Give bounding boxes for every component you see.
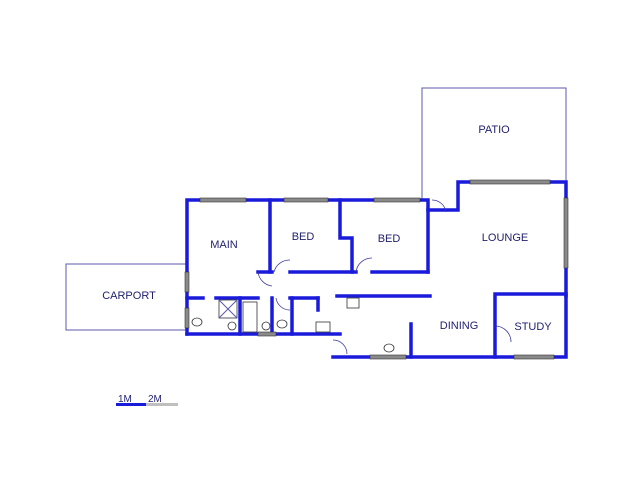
room-label-dining: DINING — [440, 320, 479, 332]
sink — [315, 321, 331, 333]
patio-outline — [421, 87, 567, 200]
windows — [184, 179, 569, 360]
doors — [257, 199, 512, 355]
stove — [346, 297, 360, 309]
carport-outline — [65, 263, 187, 331]
room-label-carport: CARPORT — [102, 290, 156, 302]
scale-label-2m: 2M — [148, 394, 162, 405]
scale-bar: 1M 2M — [116, 394, 178, 406]
room-label-study: STUDY — [514, 321, 552, 333]
scale-label-1m: 1M — [118, 394, 132, 405]
room-label-main: MAIN — [210, 239, 238, 251]
room-label-bed-2: BED — [378, 233, 401, 245]
fixtures — [191, 297, 395, 353]
bathtub — [242, 301, 258, 333]
room-label-bed-1: BED — [292, 231, 315, 243]
room-label-lounge: LOUNGE — [482, 232, 528, 244]
room-label-patio: PATIO — [478, 124, 510, 136]
